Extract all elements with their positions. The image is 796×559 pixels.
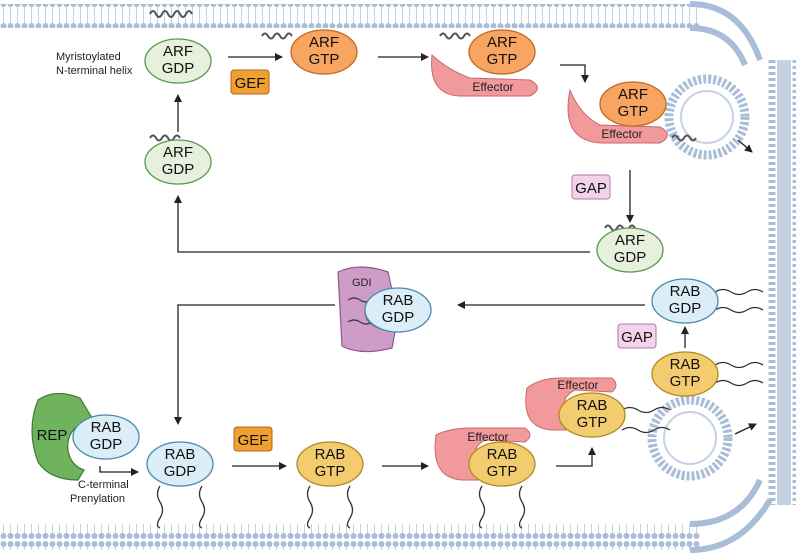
arf-gef-box: GEF [230,69,270,95]
rab-gef-box: GEF [233,426,273,452]
svg-text:GDP: GDP [669,300,702,317]
arf-gdp-right: ARF GDP [596,227,664,273]
svg-text:ARF: ARF [163,144,193,161]
gdi-label: GDI [352,277,372,289]
svg-text:GTP: GTP [487,463,518,480]
arrow-gdi-to-membrane [174,304,335,425]
arf-gap-box: GAP [571,174,611,200]
arrow-arf-gdp-return [174,195,590,253]
arf-helix-6 [604,224,636,232]
arf-helix-3 [439,32,471,40]
svg-text:GTP: GTP [618,103,649,120]
svg-text:GDP: GDP [162,161,195,178]
svg-text:ARF: ARF [487,34,517,51]
plasma-membrane-right [768,60,796,505]
rab-gtp-vesicle: RAB GTP [558,392,626,438]
svg-text:GTP: GTP [577,414,608,431]
rab-effector-2-label: Effector [557,378,598,392]
rab-gdp-membrane: RAB GDP [146,441,214,487]
arf-effector-1 [431,53,538,97]
svg-text:GDP: GDP [382,309,415,326]
rab-lipid-tails [156,288,764,529]
arf-gtp-effector: ARF GTP [468,29,536,75]
arf-effector-2-label: Effector [601,127,642,141]
svg-text:GTP: GTP [315,463,346,480]
arf-effector-2 [567,88,668,144]
svg-text:GAP: GAP [621,329,653,346]
svg-text:GTP: GTP [670,373,701,390]
svg-text:RAB: RAB [487,446,518,463]
plasma-membrane-top [0,1,763,67]
rab-gtp-right: RAB GTP [651,351,719,397]
arf-helix-1 [149,10,193,18]
arf-gtp-top: ARF GTP [290,29,358,75]
svg-text:RAB: RAB [670,283,701,300]
svg-text:GDP: GDP [90,436,123,453]
rab-effector-2 [525,377,617,431]
svg-text:GDP: GDP [614,249,647,266]
svg-text:ARF: ARF [163,43,193,60]
helix-label-line1: Myristoylated [56,51,121,63]
gdi-complex: GDI RAB GDP [337,266,432,353]
svg-text:RAB: RAB [383,292,414,309]
arf-helix-4 [671,134,697,142]
arrow-arf-effector-to-vesicle [560,64,589,83]
svg-text:RAB: RAB [165,446,196,463]
arrow-rep-to-membrane [99,466,139,476]
vesicle-arf [664,74,750,160]
svg-text:GDP: GDP [164,463,197,480]
vesicle-rab [647,395,733,481]
arf-helix-2 [261,32,293,40]
helix-label-line2: N-terminal helix [56,65,133,77]
arrow-vesicle-to-membrane-top [737,139,753,153]
svg-text:GDP: GDP [162,60,195,77]
svg-text:GEF: GEF [238,432,269,449]
rep-label: REP [37,427,68,444]
rab-gap-box: GAP [617,323,657,349]
arrow-vesicle-to-membrane-bottom [734,423,757,435]
svg-text:GTP: GTP [309,51,340,68]
svg-text:RAB: RAB [577,397,608,414]
rab-effector-1 [434,427,531,481]
rab-effector-1-label: Effector [467,430,508,444]
svg-text:GEF: GEF [235,75,266,92]
arf-gdp-left: ARF GDP [144,139,212,185]
arf-effector-1-label: Effector [472,80,513,94]
arrow-rab-effector-to-vesicle [556,447,596,467]
plasma-membrane-bottom [0,478,773,553]
svg-text:GAP: GAP [575,180,607,197]
rep-complex: REP RAB GDP [31,392,140,481]
arf-helix-5 [149,134,181,142]
svg-text:RAB: RAB [315,446,346,463]
arf-gtp-vesicle: ARF GTP [599,81,667,127]
prenylation-label-line1: C-terminal [78,479,129,491]
svg-text:ARF: ARF [615,232,645,249]
svg-text:RAB: RAB [91,419,122,436]
rab-gtp-effector: RAB GTP [468,441,536,487]
svg-text:ARF: ARF [309,34,339,51]
svg-text:RAB: RAB [670,356,701,373]
arf-gdp-top: ARF GDP [144,38,212,84]
svg-text:ARF: ARF [618,86,648,103]
prenylation-label-line2: Prenylation [70,493,125,505]
svg-text:GTP: GTP [487,51,518,68]
rab-gtp-membrane: RAB GTP [296,441,364,487]
rab-gdp-right: RAB GDP [651,278,719,324]
